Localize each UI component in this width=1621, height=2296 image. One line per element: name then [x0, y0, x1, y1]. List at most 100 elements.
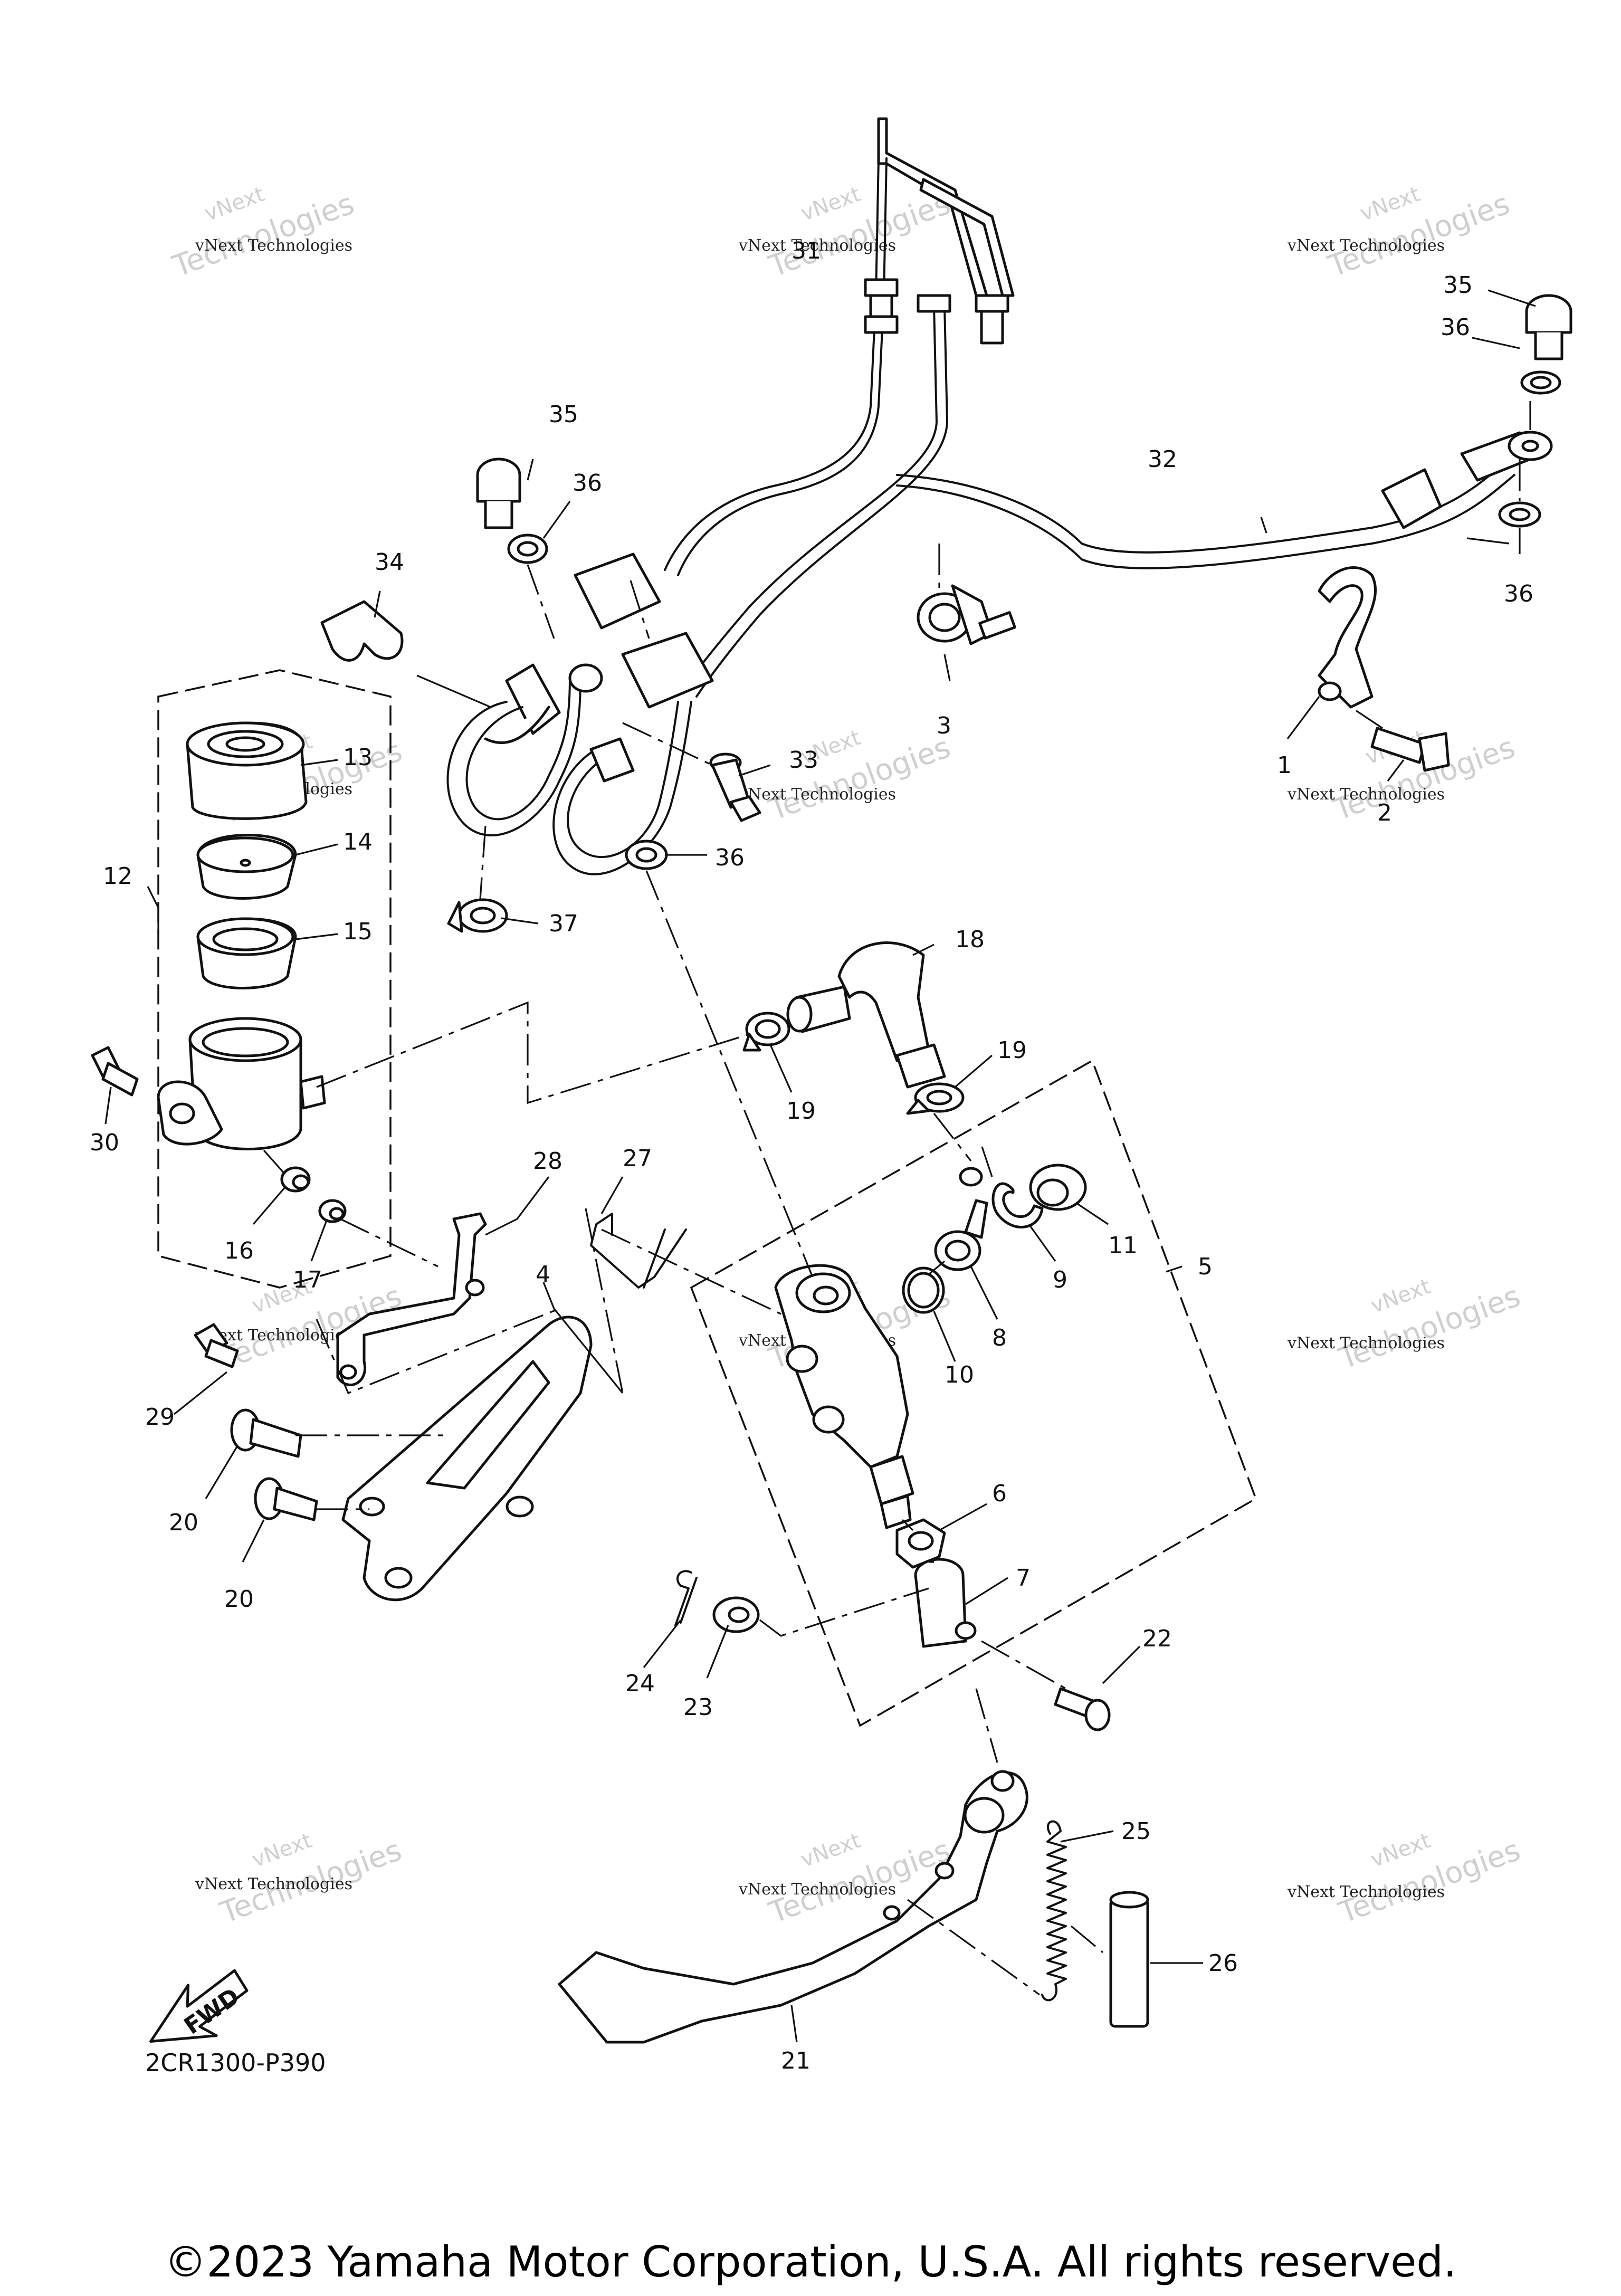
callout: 20 — [224, 1586, 254, 1613]
svg-text:vNext Technologies: vNext Technologies — [1287, 1883, 1445, 1901]
callout: 17 — [293, 1266, 322, 1293]
callout: 28 — [533, 1148, 562, 1175]
circlip-9 — [991, 1182, 1044, 1228]
clevis-7 — [914, 1558, 977, 1648]
pin-22 — [1054, 1687, 1111, 1731]
callout: 21 — [781, 2047, 810, 2074]
hose-elbow-18 — [786, 941, 946, 1089]
callout: 16 — [224, 1237, 254, 1264]
bolt-20-lower — [254, 1477, 318, 1521]
nut-6 — [895, 1518, 946, 1569]
plate-4-hole-b — [384, 1567, 413, 1589]
collar-26 — [1109, 1891, 1149, 2028]
cotter-pin-24 — [674, 1570, 698, 1626]
banjo-bolt-35-right — [1525, 294, 1572, 360]
callout: 2 — [1377, 799, 1392, 826]
grommet-16 — [280, 1166, 311, 1193]
svg-text:vNext Technologies: vNext Technologies — [738, 1880, 896, 1899]
boot-8 — [934, 1167, 988, 1271]
banjo-bolt-35-left — [476, 458, 521, 529]
diaphragm-15 — [196, 917, 297, 989]
brake-lines — [664, 117, 1553, 698]
reservoir-body-12 — [157, 1017, 326, 1150]
washer-23 — [712, 1596, 760, 1633]
plate-4-hole-c — [506, 1495, 534, 1518]
callout: 24 — [625, 1670, 655, 1697]
reservoir-cap-13 — [186, 721, 308, 820]
washers-36 — [507, 370, 1561, 870]
svg-text:vNext Technologies: vNext Technologies — [195, 1875, 352, 1893]
copyright-notice: ©2023 Yamaha Motor Corporation, U.S.A. A… — [164, 2237, 1457, 2287]
clip-19-lower — [906, 1082, 965, 1115]
clip-34 — [320, 600, 404, 662]
callout: 36 — [573, 470, 602, 497]
callout: 11 — [1108, 1232, 1138, 1259]
pedal-upper-hole — [990, 1770, 1015, 1792]
plate-4-hole-a — [359, 1497, 385, 1517]
callout: 25 — [1121, 1818, 1151, 1845]
plate-14 — [196, 834, 297, 900]
svg-text:vNext Technologies: vNext Technologies — [195, 236, 352, 255]
callout: 23 — [683, 1694, 713, 1721]
joint-17 — [318, 1199, 347, 1223]
callout: 1 — [1277, 752, 1292, 779]
callout-numbers: 1 2 3 4 5 6 7 8 9 10 11 12 13 14 15 16 1… — [90, 237, 1533, 2074]
group-5-boundary — [690, 1059, 1257, 1727]
svg-text:vNext Technologies: vNext Technologies — [1287, 1334, 1445, 1352]
callout: 12 — [103, 863, 132, 890]
bracket-28-hole — [465, 1279, 485, 1297]
callout: 30 — [90, 1129, 119, 1156]
svg-text:vNext Technologies: vNext Technologies — [738, 785, 896, 804]
callout: 34 — [375, 549, 404, 576]
group-12-boundary — [157, 669, 392, 1289]
pedal-hook-b — [883, 1905, 901, 1921]
callout: 37 — [549, 910, 578, 937]
bolt-2 — [1370, 727, 1450, 772]
spring-25 — [1041, 1820, 1067, 2002]
callout: 36 — [715, 844, 745, 871]
o-ring-10 — [902, 1266, 945, 1314]
callout: 31 — [792, 237, 821, 264]
clamp-37 — [447, 898, 508, 933]
master-cylinder-5 — [774, 1264, 914, 1529]
callout: 4 — [536, 1261, 550, 1288]
callout: 35 — [549, 401, 578, 428]
clamp-3 — [917, 584, 1016, 645]
svg-text:vNext Technologies: vNext Technologies — [738, 236, 896, 255]
callout: 32 — [1148, 446, 1177, 473]
svg-text:vNext Technologies: vNext Technologies — [1287, 785, 1445, 804]
callout: 15 — [343, 918, 373, 945]
bracket-1-hole — [1318, 681, 1342, 701]
cap-11 — [1029, 1164, 1087, 1211]
callout: 27 — [623, 1145, 652, 1172]
callout: 10 — [945, 1361, 974, 1388]
leader-lines — [104, 289, 1536, 2043]
bolt-29 — [194, 1323, 239, 1368]
bolt-20-upper — [230, 1408, 302, 1458]
callout: 6 — [992, 1480, 1007, 1507]
bracket-27 — [590, 1213, 687, 1289]
callout: 20 — [169, 1509, 198, 1536]
bleeder-33 — [709, 752, 761, 822]
clip-19-upper — [742, 1012, 790, 1052]
callout: 8 — [992, 1325, 1007, 1351]
svg-text:vNext Technologies: vNext Technologies — [1287, 236, 1445, 255]
callout: 36 — [1441, 314, 1470, 341]
callout: 26 — [1208, 1950, 1238, 1977]
callout: 18 — [955, 926, 985, 953]
callout: 19 — [786, 1098, 816, 1125]
pedal-pivot — [964, 1797, 1005, 1834]
callout: 7 — [1016, 1565, 1031, 1592]
callout: 33 — [789, 747, 818, 774]
callout: 22 — [1142, 1625, 1172, 1652]
diagram-code: 2CR1300-P390 — [145, 2049, 326, 2077]
hose-loops — [446, 552, 714, 875]
callout: 35 — [1443, 272, 1473, 299]
bracket-28-hole-b — [339, 1364, 357, 1380]
plate-4-cutout — [426, 1360, 550, 1490]
callout: 19 — [997, 1037, 1027, 1064]
bolt-30 — [91, 1046, 139, 1097]
callout: 14 — [343, 828, 373, 855]
